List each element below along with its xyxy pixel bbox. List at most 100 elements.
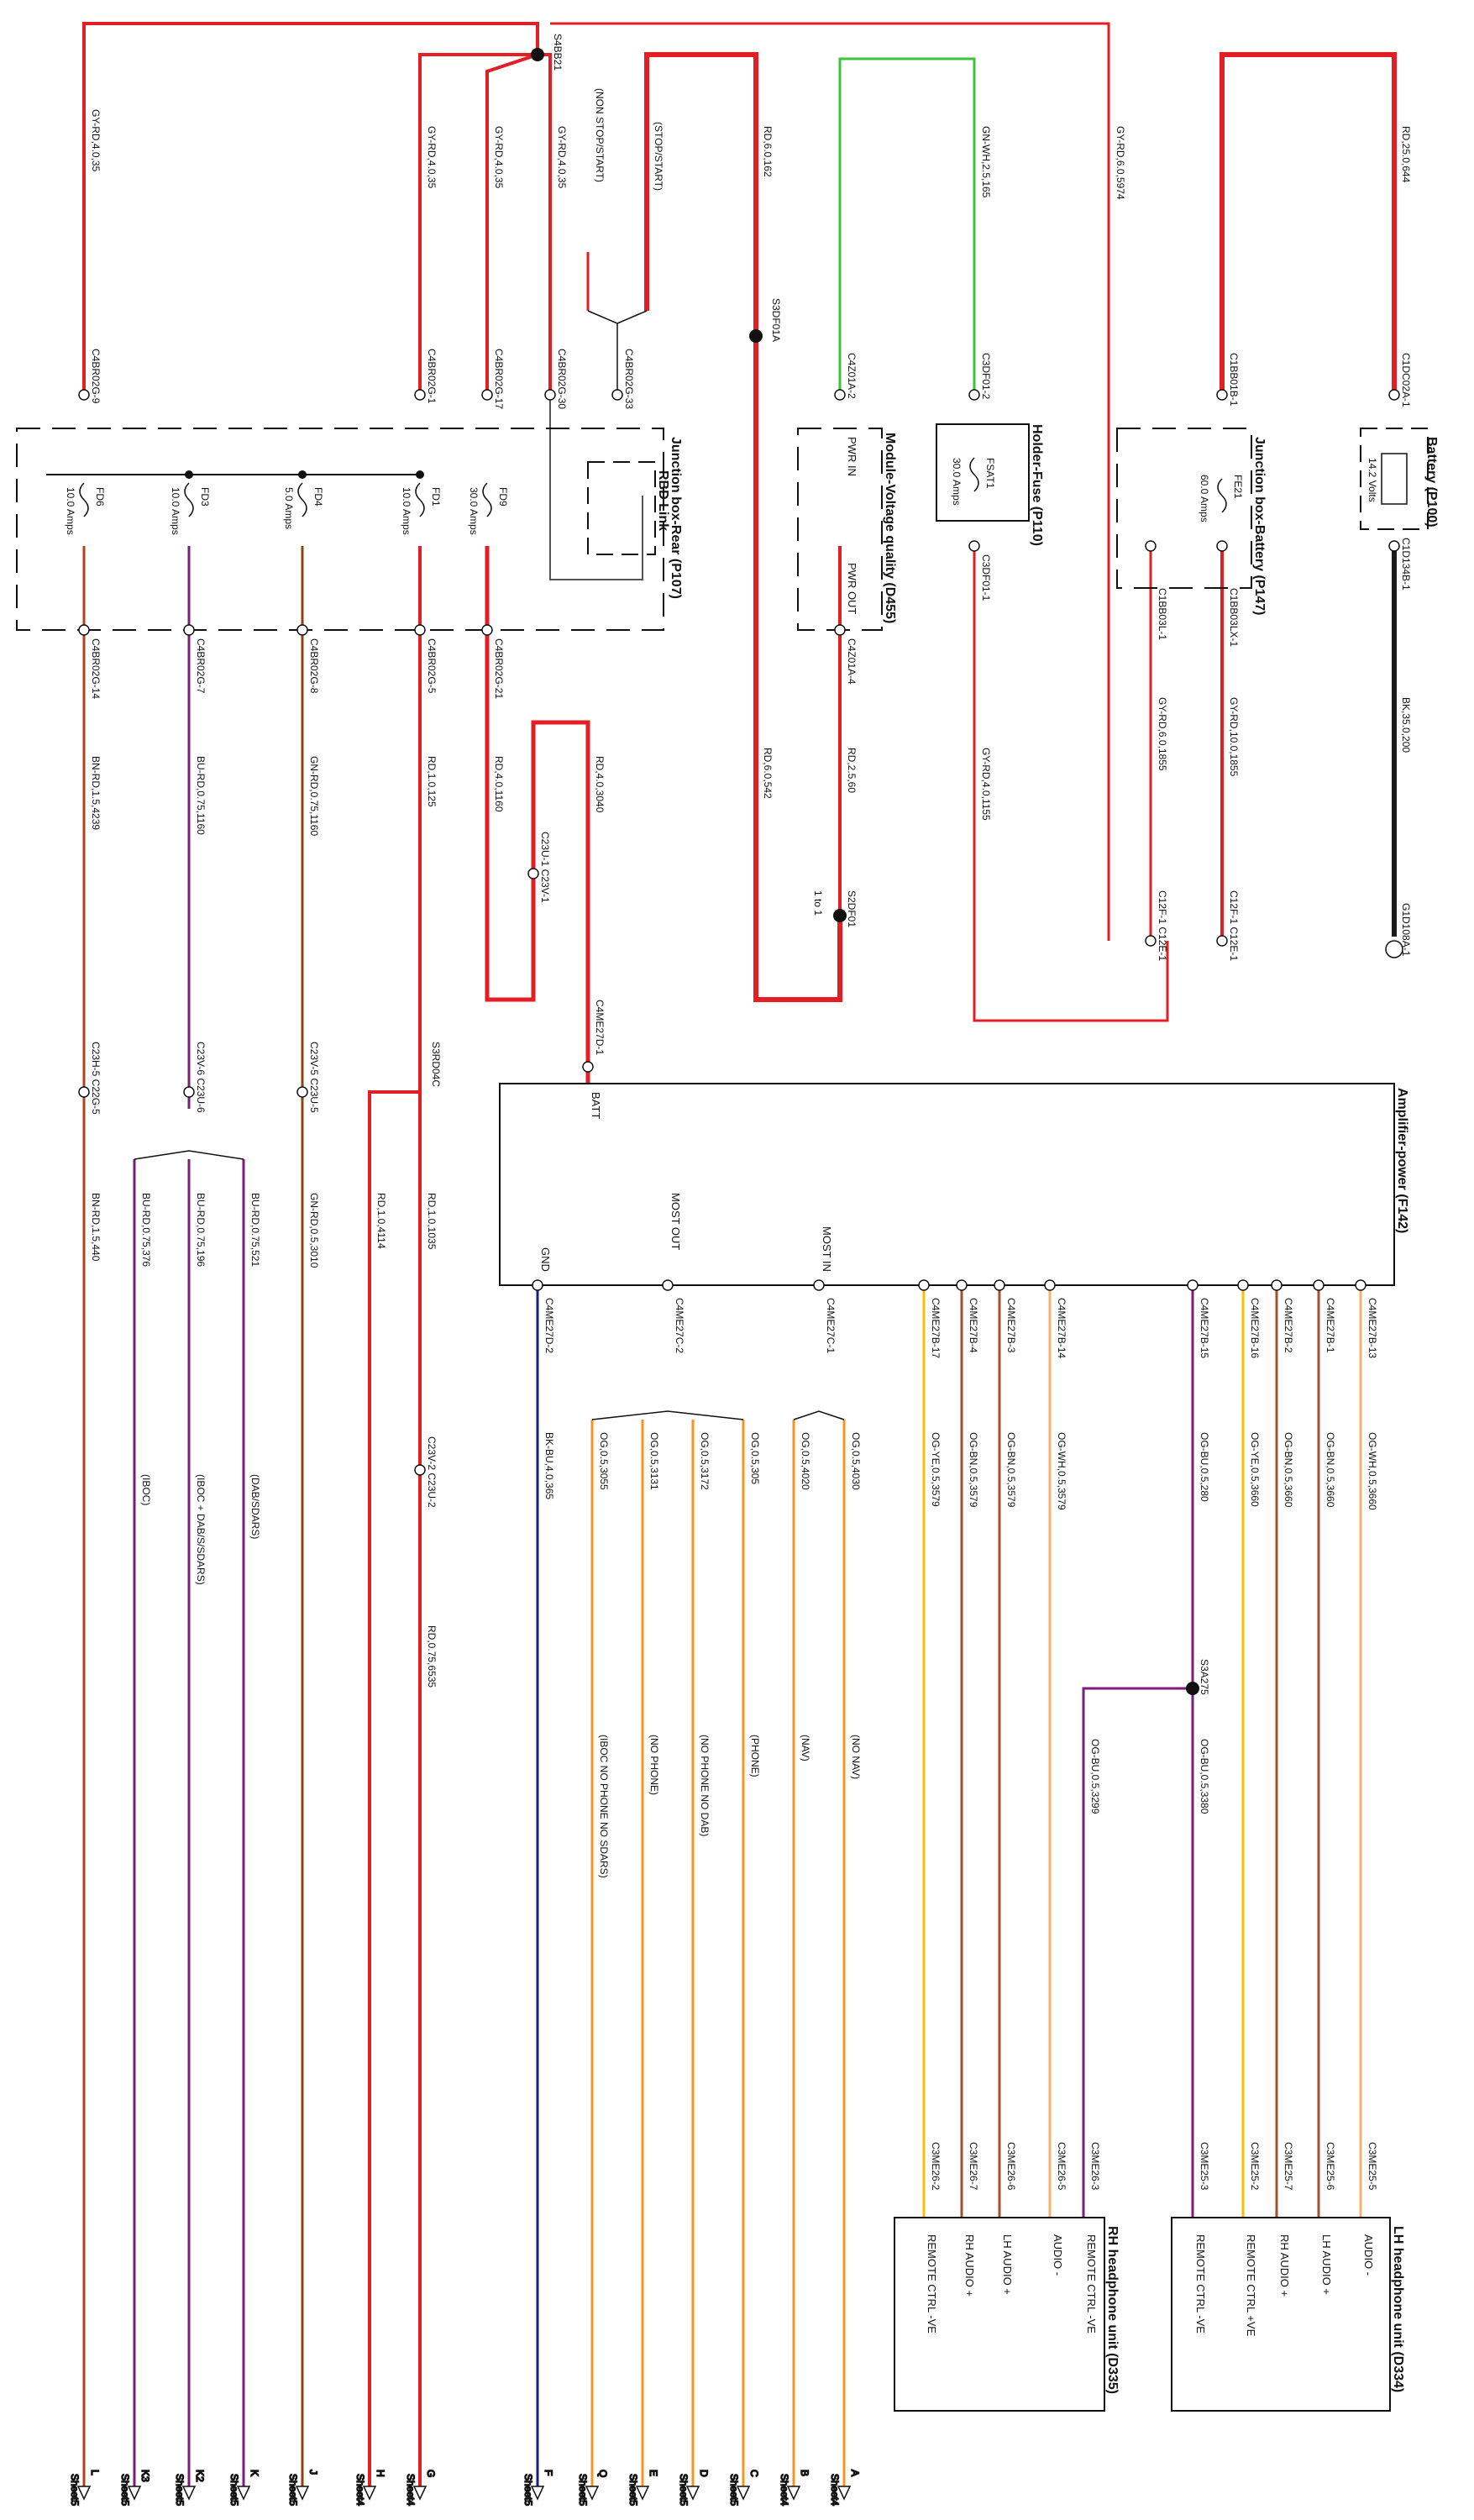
fuse-fsat1-symbol bbox=[969, 457, 979, 492]
sheet-arrow-icon bbox=[786, 2486, 801, 2501]
cond-no-nav: (NO NAV) bbox=[850, 1735, 862, 1779]
holder-fuse-box bbox=[936, 423, 1030, 522]
w-bn-rd-440: BN-RD,1.5,440 bbox=[90, 1193, 102, 1262]
w-bu-rd-1160: BU-RD,0.75,1160 bbox=[195, 756, 207, 835]
connector-pin-17 bbox=[1216, 540, 1228, 552]
c12f-c12e-b: C12F-1 C12E-1 bbox=[1228, 890, 1240, 961]
fe21-rating: 60.0 Amps bbox=[1199, 475, 1210, 522]
w-og-3172: OG,0.5,3172 bbox=[699, 1432, 711, 1490]
wire-gn-wh bbox=[838, 57, 976, 395]
wire-gy-rd-6-5974 bbox=[550, 22, 1110, 941]
w-rd-25-644: RD,25.0,644 bbox=[1400, 126, 1412, 183]
junction-box-battery-outline bbox=[1116, 428, 1252, 589]
battery-volts: 14.2 Volts bbox=[1366, 458, 1378, 502]
sheet-ref-sheet: Sheet4 bbox=[829, 2474, 841, 2506]
connector-pin-21 bbox=[78, 1086, 90, 1098]
sheet-arrow-icon bbox=[295, 2486, 310, 2501]
wire-rd-25-644 bbox=[1220, 52, 1397, 395]
w-bn-rd-4239: BN-RD,1.5,4239 bbox=[90, 756, 102, 830]
battery-body bbox=[1381, 453, 1408, 505]
rh-audio-neg: AUDIO - bbox=[1052, 2234, 1064, 2276]
sheet-arrow-icon bbox=[530, 2486, 545, 2501]
sheet-ref-letter: K2 bbox=[194, 2470, 206, 2482]
splice-s2df01-dot bbox=[833, 909, 847, 922]
w-rd-1-1035: RD,1.0,1035 bbox=[426, 1193, 438, 1250]
connector-pin-14 bbox=[834, 624, 846, 636]
amp-title: Amplifier-power (F142) bbox=[1395, 1088, 1409, 1233]
c3me25-5: C3ME25-5 bbox=[1366, 2142, 1378, 2191]
wire-rd-1-4114 bbox=[368, 1090, 420, 2486]
fuse-fd1-symbol bbox=[415, 482, 425, 517]
connector-pin-12 bbox=[414, 624, 426, 636]
c3me26-6: C3ME26-6 bbox=[1005, 2142, 1017, 2191]
cond-iboc-no-phone: (IBOC NO PHONE NO SDARS) bbox=[598, 1735, 610, 1878]
connector-pin-15 bbox=[968, 540, 980, 552]
fd1-name: FD1 bbox=[430, 487, 442, 507]
w-og-wh-3660: OG-WH,0.5,3660 bbox=[1366, 1432, 1378, 1510]
jb-battery-title: Junction box-Battery (P147) bbox=[1252, 437, 1267, 615]
mvq-title: Module-Voltage quality (D455) bbox=[883, 433, 897, 623]
c4z01a-4: C4Z01A-4 bbox=[846, 638, 858, 685]
fd4-name: FD4 bbox=[312, 487, 324, 507]
connector-pin-32 bbox=[994, 1279, 1005, 1291]
w-bk-bu-365: BK-BU,4.0,365 bbox=[543, 1432, 555, 1499]
connector-pin-16 bbox=[1145, 540, 1157, 552]
sheet-ref-k2[interactable]: K2 Sheet5 bbox=[173, 2469, 207, 2507]
w-rd-1-125: RD,1.0,125 bbox=[426, 756, 438, 807]
sheet-ref-c[interactable]: C Sheet5 bbox=[727, 2469, 761, 2507]
hp-rh-title: RH headphone unit (D335) bbox=[1105, 2226, 1120, 2394]
cond-non-stop-start: (NON STOP/START) bbox=[594, 88, 606, 182]
w-og-bn-3660-b: OG-BN,0.5,3660 bbox=[1325, 1432, 1336, 1508]
c4me27b-1: C4ME27B-1 bbox=[1325, 1298, 1336, 1353]
w-og-bu-3380: OG-BU,0.5,3380 bbox=[1199, 1739, 1210, 1814]
sheet-arrow-icon bbox=[362, 2486, 377, 2501]
junction-box-rear-outline bbox=[16, 428, 664, 631]
hp-lh-title: LH headphone unit (D334) bbox=[1391, 2226, 1405, 2392]
rh-remote-neg: REMOTE CTRL -VE bbox=[1085, 2234, 1098, 2334]
c1bb03lx-1: C1BB03LX-1 bbox=[1228, 588, 1240, 647]
connector-pin-30 bbox=[918, 1279, 930, 1291]
c3me25-6: C3ME25-6 bbox=[1325, 2142, 1336, 2191]
sheet-ref-letter: B bbox=[799, 2470, 810, 2476]
w-og-bn-3579: OG-BN,0.5,3579 bbox=[968, 1432, 979, 1508]
sheet-ref-sheet: Sheet5 bbox=[728, 2474, 740, 2506]
c4me27b-17: C4ME27B-17 bbox=[930, 1298, 942, 1358]
connector-pin-10 bbox=[183, 624, 195, 636]
cond-iboc: (IBOC) bbox=[140, 1474, 152, 1505]
amp-gnd: GND bbox=[539, 1247, 552, 1272]
battery-outline bbox=[1360, 428, 1429, 530]
wire-rd-6-162 bbox=[753, 55, 842, 1002]
w-bu-rd-196: BU-RD,0.75,196 bbox=[195, 1193, 207, 1267]
wire-s4bb21-right bbox=[538, 53, 552, 395]
cond-nav: (NAV) bbox=[800, 1735, 811, 1761]
sheet-arrow-icon bbox=[736, 2486, 751, 2501]
w-gy-rd-6-5974: GY-RD,6.0,5974 bbox=[1115, 126, 1126, 200]
sheet-ref-letter: C bbox=[748, 2470, 760, 2477]
w-og-wh-3579: OG-WH,0.5,3579 bbox=[1056, 1432, 1067, 1510]
sheet-ref-sheet: Sheet5 bbox=[174, 2474, 186, 2506]
g1d108a-1: G1D108A-1 bbox=[1400, 903, 1412, 957]
w-rd-075-6535: RD,0.75,6535 bbox=[426, 1625, 438, 1688]
rh-remote-pos: REMOTE CTRL -VE bbox=[926, 2234, 938, 2334]
c23v6-c23u6: C23V-6 C23U-6 bbox=[195, 1042, 207, 1113]
connector-pin-23 bbox=[296, 1086, 308, 1098]
connector-pin-8 bbox=[1388, 389, 1400, 401]
lh-headphone-box bbox=[1171, 2217, 1391, 2412]
connector-pin-31 bbox=[956, 1279, 968, 1291]
c4br02g-21: C4BR02G-21 bbox=[493, 638, 505, 699]
w-og-4030: OG,0.5,4030 bbox=[850, 1432, 862, 1490]
